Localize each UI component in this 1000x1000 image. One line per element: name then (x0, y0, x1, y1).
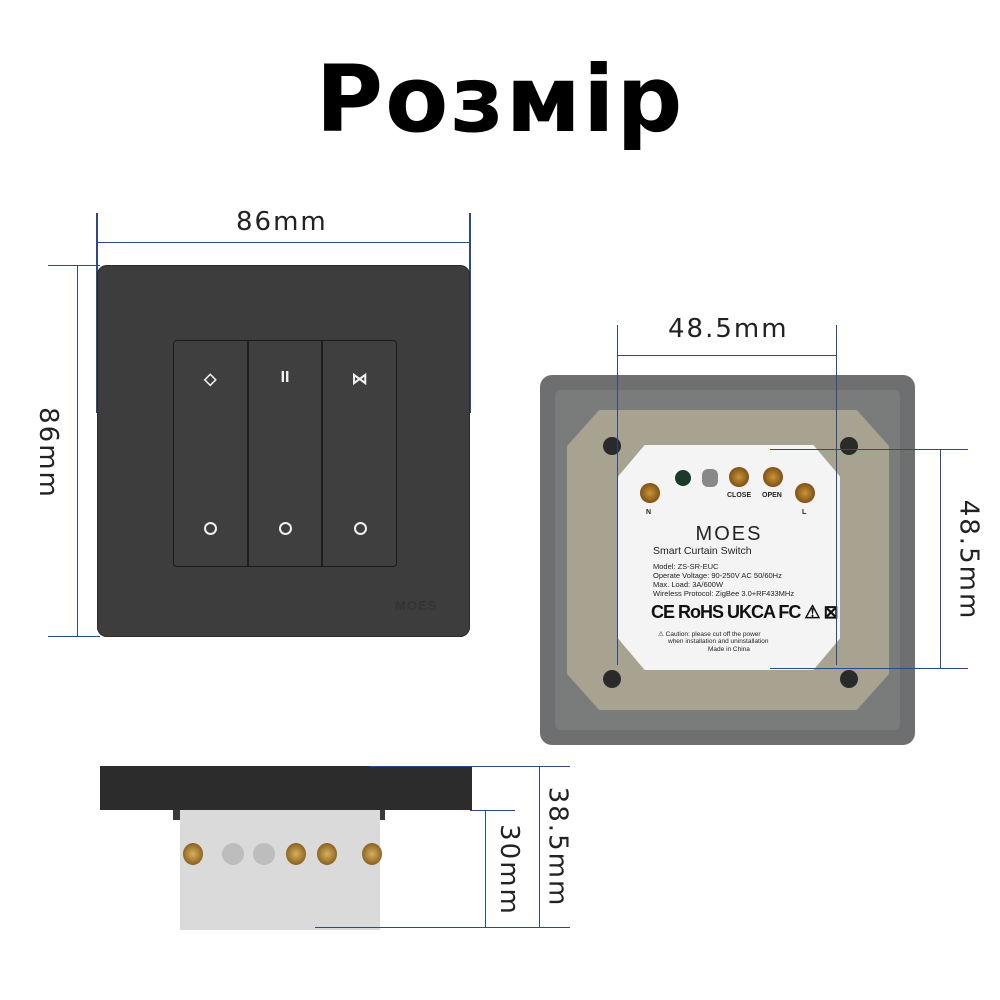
product-name: Smart Curtain Switch (653, 545, 752, 557)
mount-hole (840, 437, 858, 455)
dim-line-front-height-bottom (48, 636, 100, 637)
pause-button[interactable]: II (249, 341, 324, 566)
terminal-n-icon (640, 483, 660, 503)
back-width-label: 48.5mm (668, 314, 789, 344)
caution-line-2: when installation and uninstallation (668, 638, 769, 645)
indicator-led-icon (204, 522, 218, 535)
caution-line-1: ⚠ Caution: please cut off the power (658, 631, 761, 638)
terminal-hole-icon (253, 843, 275, 865)
status-led-icon (675, 470, 691, 486)
back-height-label: 48.5mm (953, 499, 984, 621)
close-button[interactable]: ⋈ (323, 341, 396, 566)
indicator-led-icon (279, 522, 292, 535)
terminal-n-label: N (646, 509, 652, 516)
made-in-label: Made in China (708, 646, 750, 653)
terminal-screw-icon (317, 843, 337, 865)
mount-hole (603, 437, 621, 455)
dim-line-back-width (617, 355, 837, 356)
terminal-open-label: OPEN (762, 492, 782, 499)
dim-line-side-body (485, 810, 486, 928)
open-curtain-icon: ◇ (204, 371, 217, 388)
dim-line-back-height-bottom (770, 668, 968, 669)
open-button[interactable]: ◇ (174, 341, 249, 566)
terminal-screw-icon (362, 843, 382, 865)
pause-icon: II (280, 369, 290, 386)
certification-icons: CE RoHS UKCA FC ⚠ ⊠ (651, 602, 839, 622)
terminal-screw-icon (183, 843, 203, 865)
module-brand: MOES (695, 523, 763, 545)
terminal-close-label: CLOSE (727, 492, 752, 499)
mount-hole (840, 670, 858, 688)
side-body-depth-label: 30mm (493, 824, 524, 916)
spec-load: Max. Load: 3A/600W (653, 580, 724, 589)
dim-line-side-top (370, 766, 570, 767)
spec-protocol: Wireless Protocol: ZigBee 3.0+RF433MHz (653, 589, 795, 598)
dim-line-back-width-left (617, 325, 618, 665)
side-face-plate (100, 766, 472, 810)
spec-model: Model: ZS-SR-EUC (653, 562, 719, 571)
terminal-open-icon (763, 467, 783, 487)
close-curtain-icon: ⋈ (351, 371, 368, 388)
terminal-l-icon (795, 483, 815, 503)
dim-line-back-height-top (770, 449, 968, 450)
mount-hole (603, 670, 621, 688)
dim-line-front-height-top (48, 265, 100, 266)
terminal-l-label: L (802, 509, 807, 516)
reset-button-icon (702, 469, 718, 487)
switch-module-label: N CLOSE OPEN L MOES Smart Curtain Switch… (618, 445, 840, 670)
switch-button-block: ◇ II ⋈ (173, 340, 397, 567)
front-logo: MOES (395, 598, 438, 613)
terminal-screw-icon (286, 843, 306, 865)
dim-line-front-width-right (469, 213, 471, 413)
front-height-label: 86mm (32, 407, 63, 499)
dim-line-back-width-right (836, 325, 837, 665)
side-total-depth-label: 38.5mm (542, 786, 573, 908)
terminal-hole-icon (222, 843, 244, 865)
dim-line-side-total (539, 766, 540, 928)
dim-line-side-bottom (315, 927, 570, 928)
indicator-led-icon (353, 522, 367, 535)
dim-line-front-height (77, 265, 78, 637)
dim-line-front-width (97, 242, 470, 243)
page-title: Розмір (315, 46, 685, 153)
dim-line-side-mid (470, 810, 515, 811)
spec-voltage: Operate Voltage: 90-250V AC 50/60Hz (653, 571, 782, 580)
terminal-close-icon (729, 467, 749, 487)
side-module-body (180, 810, 382, 930)
dim-line-back-height (940, 449, 941, 669)
front-width-label: 86mm (236, 207, 328, 237)
